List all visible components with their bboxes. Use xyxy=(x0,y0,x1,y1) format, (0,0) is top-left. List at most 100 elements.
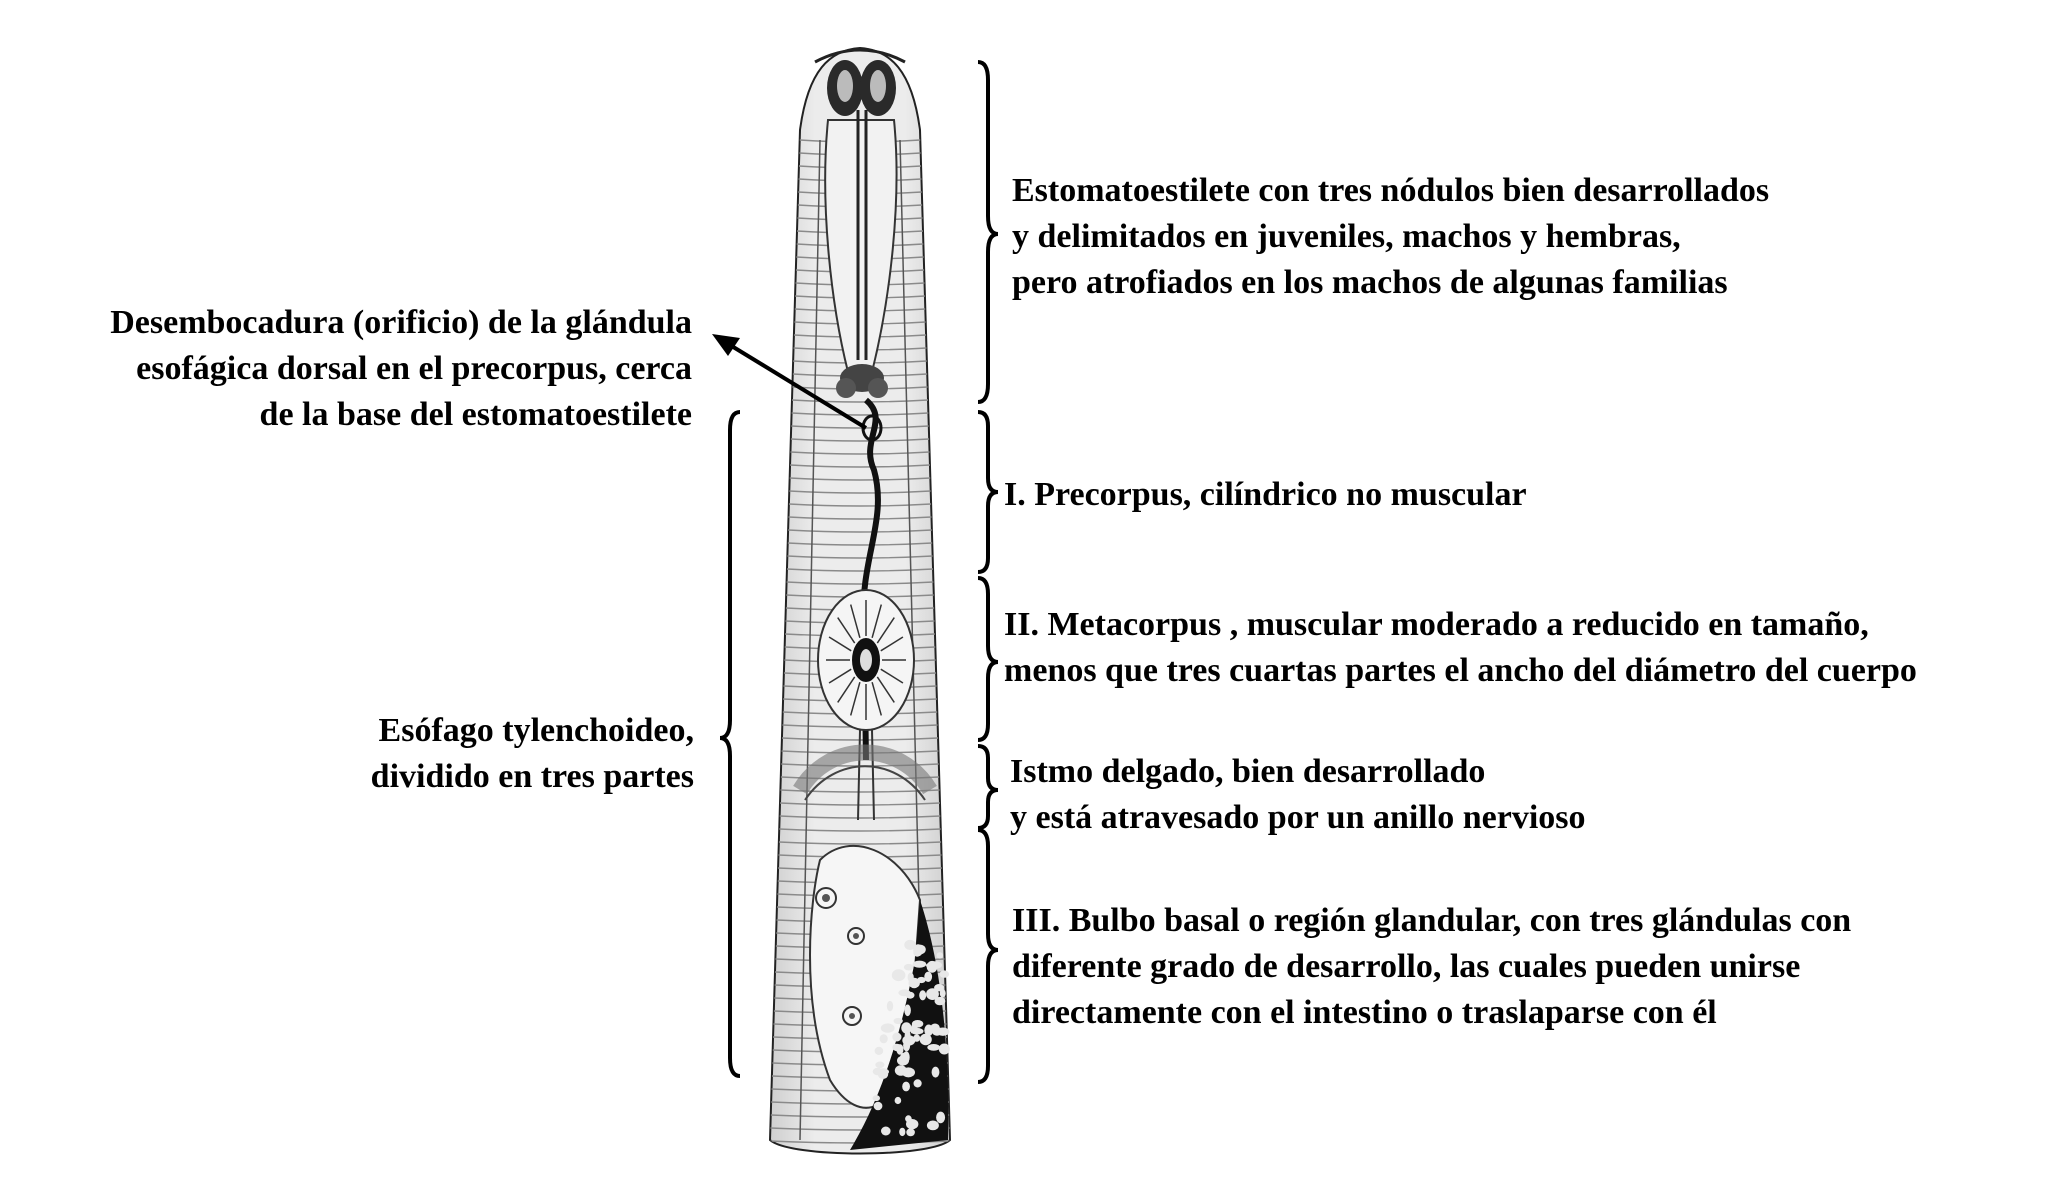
annulation-ring xyxy=(790,451,930,455)
intestine-granule xyxy=(939,970,950,978)
intestine-granule xyxy=(903,963,914,971)
intestine-granule xyxy=(879,1034,888,1044)
intestine-granule xyxy=(926,1120,939,1131)
intestine-granule xyxy=(892,1032,902,1042)
intestine-granule xyxy=(895,970,902,977)
metacorpus-ray xyxy=(876,676,895,703)
curly-brace-icon xyxy=(977,60,999,404)
curly-brace-icon xyxy=(977,828,999,1084)
intestine-granule xyxy=(880,1023,895,1033)
intestine-granule xyxy=(902,1081,910,1092)
metacorpus-ray xyxy=(849,681,861,716)
intestine-granule xyxy=(886,1000,894,1012)
metacorpus-ray xyxy=(876,617,895,644)
annulation-ring xyxy=(779,815,941,819)
metacorpus-ray xyxy=(837,676,856,703)
metacorpus-ray xyxy=(849,604,861,639)
intestine-granule xyxy=(938,1043,950,1055)
intestine-granule xyxy=(926,988,939,1000)
intestine-granule xyxy=(911,1020,924,1028)
intestine-granule xyxy=(913,1079,922,1088)
metacorpus-ray xyxy=(828,636,852,652)
intestine-granule xyxy=(924,1024,934,1037)
annulation-ring xyxy=(779,828,941,832)
curly-brace-icon xyxy=(977,410,999,574)
annulation-ring xyxy=(778,841,942,845)
annulation-ring xyxy=(788,529,932,533)
intestine-granule xyxy=(894,1096,902,1105)
annulation-ring xyxy=(789,490,931,494)
intestine-granule xyxy=(926,960,938,973)
intestine-granule xyxy=(904,939,916,951)
annulation-ring xyxy=(786,568,934,572)
intestine-granule xyxy=(939,989,946,998)
intestine-granule xyxy=(919,990,927,1001)
intestine-granule xyxy=(874,1046,884,1055)
annulation-ring xyxy=(791,399,929,403)
intestine-granule xyxy=(894,1065,907,1076)
intestine-granule xyxy=(899,1127,906,1137)
basal-bulb xyxy=(809,844,922,1109)
stylet xyxy=(824,110,898,398)
intestine-granule xyxy=(934,996,946,1006)
annulation-ring xyxy=(791,425,929,429)
intestine-granule xyxy=(936,1027,950,1036)
annulation-ring xyxy=(789,477,931,481)
label-esophagus: Esófago tylenchoideo, dividido en tres p… xyxy=(370,712,694,795)
intestine-granule xyxy=(912,960,927,968)
intestine-granule xyxy=(936,1111,946,1124)
annulation-ring xyxy=(786,581,934,585)
metacorpus-ray xyxy=(871,604,883,639)
head-region xyxy=(814,48,906,116)
intestine-granule xyxy=(892,1043,902,1052)
intestine-granule xyxy=(906,1119,919,1130)
intestine-granule xyxy=(919,1033,932,1046)
annulation-ring xyxy=(790,438,930,442)
intestine-granule xyxy=(901,1022,912,1034)
esophageal-lumen xyxy=(860,397,881,761)
intestine-granule xyxy=(873,1101,883,1111)
arrow-icon xyxy=(712,334,868,430)
metacorpus-ray xyxy=(880,668,904,684)
intestine-granule xyxy=(905,991,915,999)
annulation-ring xyxy=(788,503,932,507)
metacorpus-ray xyxy=(880,636,904,652)
annulation-ring xyxy=(788,516,932,520)
curly-brace-icon xyxy=(719,410,741,1078)
annulation-ring xyxy=(779,802,941,806)
curly-brace-icon xyxy=(977,576,999,742)
label-precorpus: I. Precorpus, cilíndrico no muscular xyxy=(1004,476,1527,513)
body-wall-left xyxy=(799,139,821,1141)
intestine-granule xyxy=(904,1004,911,1017)
intestine-granule xyxy=(910,1027,924,1035)
intestine-granule xyxy=(872,1095,880,1102)
intestine-granule xyxy=(875,1061,885,1069)
intestine-granule xyxy=(927,1044,941,1051)
intestine-granule xyxy=(931,1066,940,1078)
intestine-granule xyxy=(936,952,944,959)
label-basal-bulb: III. Bulbo basal o región glandular, con… xyxy=(1012,902,1852,1031)
metacorpus-ray xyxy=(828,668,852,684)
annulation-ring xyxy=(787,542,933,546)
metacorpus-ray xyxy=(871,681,883,716)
isthmus xyxy=(793,729,937,821)
curly-brace-icon xyxy=(977,744,999,830)
intestine-granule xyxy=(907,972,914,983)
intestine-granule xyxy=(906,1128,915,1137)
annulation-ring xyxy=(787,555,933,559)
metacorpus-ray xyxy=(837,617,856,644)
metacorpus xyxy=(817,589,915,731)
annulation-ring xyxy=(790,464,930,468)
intestine-granule xyxy=(913,944,923,957)
intestine-granule xyxy=(917,976,926,984)
label-isthmus: Istmo delgado, bien desarrollado y está … xyxy=(1010,753,1586,836)
intestine-granule xyxy=(877,1068,889,1076)
label-metacorpus: II. Metacorpus , muscular moderado a red… xyxy=(1004,606,1917,689)
intestine-granules xyxy=(872,939,950,1137)
label-stylet: Estomatoestilete con tres nódulos bien d… xyxy=(1012,172,1770,301)
intestine-granule xyxy=(902,1051,910,1064)
intestine-granule xyxy=(902,1035,916,1046)
intestine-granule xyxy=(893,1017,903,1025)
